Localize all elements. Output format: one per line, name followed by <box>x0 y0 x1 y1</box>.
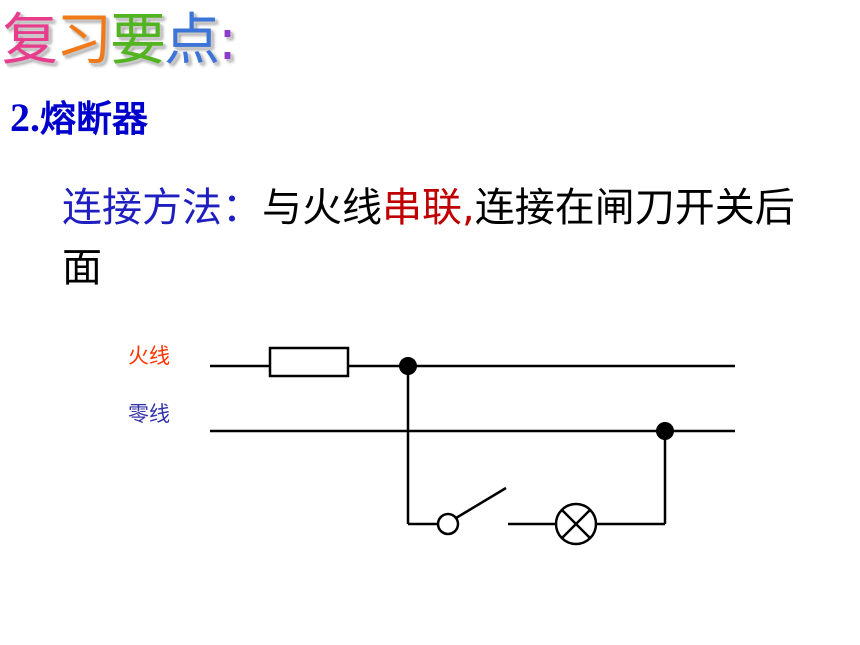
junction-dot-live <box>399 357 417 375</box>
switch-lever <box>455 486 507 520</box>
connection-highlight: 串联, <box>382 185 475 231</box>
title-char-1: 复 <box>2 8 58 73</box>
neutral-wire-label: 零线 <box>128 402 170 426</box>
connection-text-part2: 连接在闸刀开关后面 <box>62 185 795 291</box>
connection-method-text: 连接方法：与火线串联,连接在闸刀开关后面 <box>62 178 802 298</box>
page-title: 复习要点: <box>2 6 237 76</box>
section-heading: 2.熔断器 <box>10 94 148 144</box>
connection-method-label: 连接方法： <box>62 185 262 231</box>
title-char-3: 要 <box>110 8 166 73</box>
fuse <box>268 346 350 378</box>
live-wire-label: 火线 <box>128 344 170 368</box>
connection-text-part1: 与火线 <box>262 185 382 231</box>
title-char-2: 习 <box>56 8 112 73</box>
lamp-cross-2 <box>561 509 591 539</box>
section-heading-text: 熔断器 <box>40 99 149 140</box>
switch-contact <box>436 512 460 536</box>
section-number: 2. <box>10 95 40 140</box>
title-char-4: 点 <box>164 8 220 73</box>
title-char-5: : <box>218 8 237 73</box>
junction-dot-neutral <box>656 422 674 440</box>
